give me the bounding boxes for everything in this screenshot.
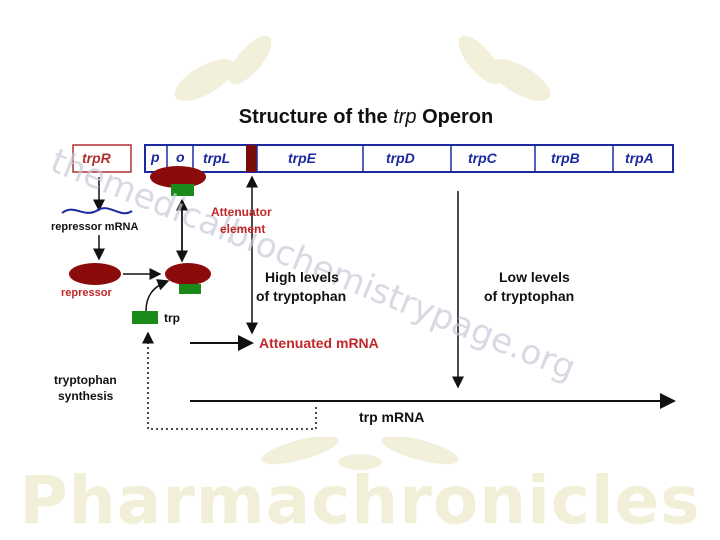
gene-label-trpL: trpL [203,150,231,166]
trp-mrna-label: trp mRNA [359,409,425,425]
gene-label-trpA: trpA [625,150,654,166]
low-levels-label-line2: of tryptophan [484,288,575,304]
gene-label-trpD: trpD [386,150,415,166]
gene-label-trpB: trpB [551,150,580,166]
gene-label-p: p [151,149,160,165]
tryptophan-synthesis-label-line2: synthesis [58,389,114,403]
repressor-mrna-label: repressor mRNA [51,221,139,233]
trpR-gene-box [72,144,132,173]
attenuated-mrna-label: Attenuated mRNA [259,335,379,351]
repressor-label: repressor [61,287,112,299]
active-trp-block [179,284,201,294]
feedback-dotted-line [142,331,317,430]
trp-operon-diagram: themedicalbiochemistrypage.org Structure… [48,101,684,437]
watermark-text: Pharmachronicles [19,462,701,539]
attenuator-label-line2: element [220,222,266,236]
diagram-title: Structure of the trp Operon [238,106,494,128]
gene-label-trpE: trpE [288,150,316,166]
attenuator-element-box [246,145,257,172]
arrow-trp-to-repressor [145,279,170,312]
gene-label-trpC: trpC [468,150,497,166]
attenuator-label-line1: Attenuator [211,205,272,219]
laurel-decoration [174,35,551,470]
repressor-shape [69,263,121,285]
gene-label-o: o [176,149,185,165]
low-levels-label-line1: Low levels [499,269,570,285]
active-repressor-shape [165,263,211,285]
bound-repressor-shape [150,166,206,188]
trp-molecule [132,311,158,324]
tryptophan-synthesis-label-line1: tryptophan [54,373,117,387]
diagram-graphics [61,144,676,430]
high-levels-label-line2: of tryptophan [256,288,347,304]
gene-label-trpR: trpR [82,150,111,166]
high-levels-label-line1: High levels [265,269,339,285]
bound-trp-block [171,184,194,196]
operon-strip [144,144,674,173]
repressor-mrna-wave [61,207,133,215]
trp-label: trp [164,311,180,325]
